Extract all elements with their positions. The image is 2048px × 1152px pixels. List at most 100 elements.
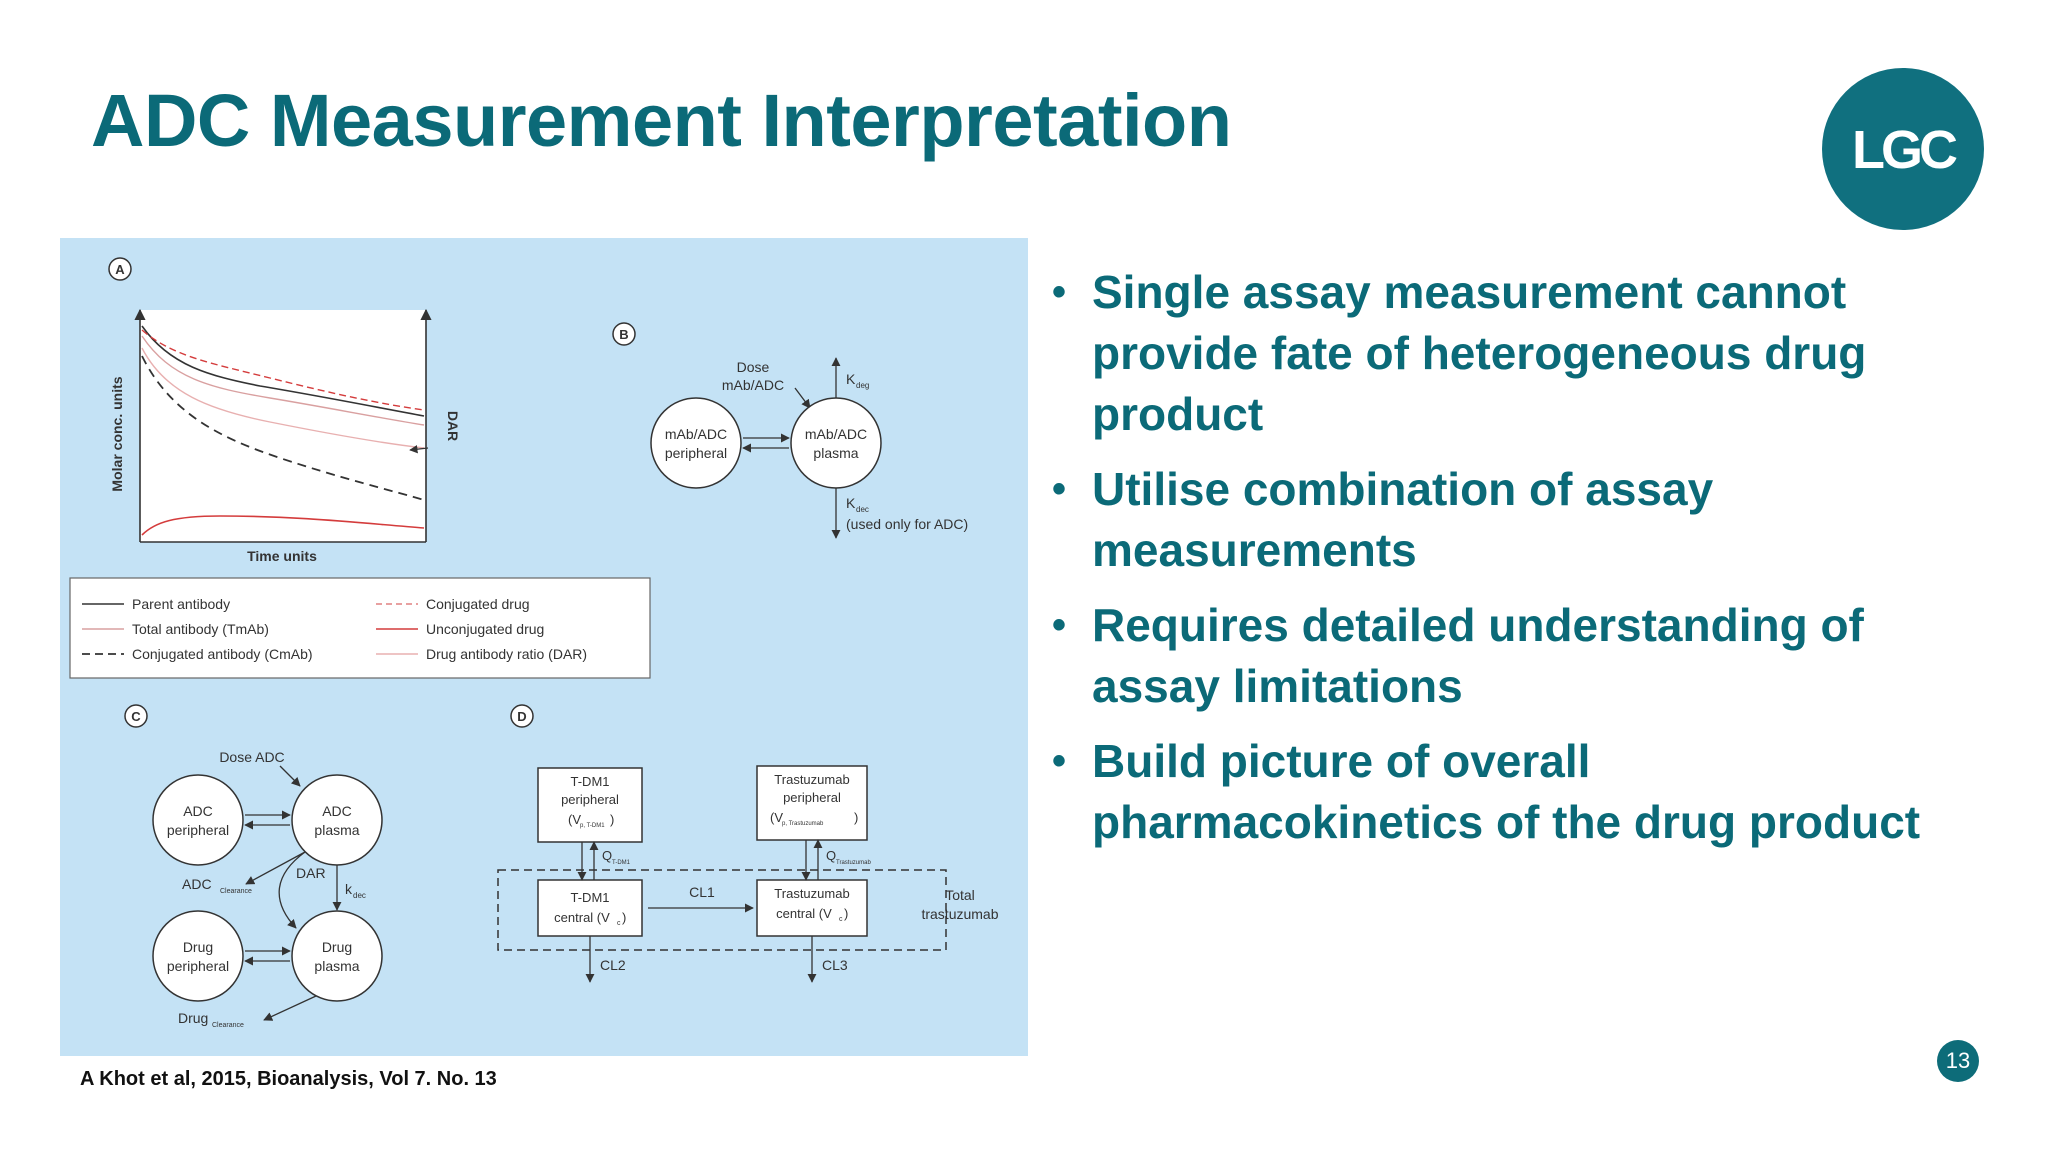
panel-a-plot-area <box>140 310 426 542</box>
svg-text:): ) <box>854 810 858 825</box>
svg-text:peripheral: peripheral <box>167 822 229 838</box>
svg-text:central (V: central (V <box>554 910 610 925</box>
panel-b-dose-line1: Dose <box>737 359 770 375</box>
svg-text:): ) <box>622 910 626 925</box>
legend-item-conjugated-antibody: Conjugated antibody (CmAb) <box>82 646 313 662</box>
cl3-label: CL3 <box>822 957 848 973</box>
svg-text:deg: deg <box>856 381 869 390</box>
legend-item-parent-antibody: Parent antibody <box>82 596 230 612</box>
total-trastuzumab-region <box>497 869 947 951</box>
pk-model-figure: A Molar conc. units DAR Time units Paren… <box>60 238 1028 1056</box>
dose-adc-label: Dose ADC <box>219 749 284 765</box>
total-trastuzumab-line1: Total <box>945 887 975 903</box>
svg-text:peripheral: peripheral <box>561 792 619 807</box>
panel-a-tag-circle <box>108 257 132 281</box>
svg-text:): ) <box>844 906 848 921</box>
svg-text:Clearance: Clearance <box>220 888 252 895</box>
panel-c-tag: C <box>131 709 141 724</box>
svg-text:mAb/ADC: mAb/ADC <box>665 426 727 442</box>
curve-unconjugated-drug <box>141 515 425 536</box>
bullet-list: •Single assay measurement cannot provide… <box>1052 262 1992 867</box>
cl1-label: CL1 <box>689 884 715 900</box>
adc-clearance-label: ADC <box>182 876 212 892</box>
svg-text:(V: (V <box>568 812 581 827</box>
svg-text:Trastuzumab: Trastuzumab <box>836 860 871 866</box>
svg-text:plasma: plasma <box>314 822 359 838</box>
pk-model-diagram: A Molar conc. units DAR Time units Paren… <box>69 257 999 1029</box>
panel-b-dose-line2: mAb/ADC <box>722 377 784 393</box>
svg-text:): ) <box>610 812 614 827</box>
page-number-badge: 13 <box>1937 1040 1979 1082</box>
curve-parent-antibody <box>141 325 425 417</box>
svg-text:ADC: ADC <box>322 803 352 819</box>
svg-text:c: c <box>617 920 621 927</box>
slide-title: ADC Measurement Interpretation <box>91 79 1232 162</box>
total-trastuzumab-line2: trastuzumab <box>921 906 998 922</box>
node-adc-plasma <box>291 774 383 866</box>
svg-text:Conjugated drug: Conjugated drug <box>426 596 530 612</box>
cl2-label: CL2 <box>600 957 626 973</box>
k-dec-c-label: k <box>345 881 353 897</box>
bullet-dot-icon: • <box>1052 603 1067 647</box>
panel-a-xlabel: Time units <box>247 548 317 564</box>
node-adc-peripheral <box>152 774 244 866</box>
curve-conjugated-drug <box>141 329 425 411</box>
svg-text:plasma: plasma <box>314 958 359 974</box>
node-mab-adc-peripheral <box>650 397 742 489</box>
svg-text:Drug antibody ratio (DAR): Drug antibody ratio (DAR) <box>426 646 587 662</box>
panel-a-legend <box>69 577 651 679</box>
svg-text:Trastuzumab: Trastuzumab <box>774 886 849 901</box>
node-drug-peripheral <box>152 910 244 1002</box>
panel-d: D T-DM1 peripheral (V p, T-DM1 ) Trastuz… <box>497 704 999 983</box>
dar-axis-pointer <box>409 444 429 454</box>
q-tdm1-label: Q <box>602 848 612 863</box>
bullet-dot-icon: • <box>1052 270 1067 314</box>
svg-text:Trastuzumab: Trastuzumab <box>774 772 849 787</box>
bullet-item: •Single assay measurement cannot provide… <box>1052 262 1992 445</box>
svg-text:dec: dec <box>353 891 366 900</box>
svg-text:LGC: LGC <box>1852 120 1957 180</box>
svg-text:ADC: ADC <box>183 803 213 819</box>
box-tdm1-central <box>537 879 643 937</box>
svg-text:T-DM1: T-DM1 <box>612 860 631 866</box>
bullet-item: •Build picture of overall pharmacokineti… <box>1052 731 1992 853</box>
box-trastuzumab-peripheral <box>756 765 868 841</box>
svg-text:peripheral: peripheral <box>167 958 229 974</box>
dar-c-label: DAR <box>296 865 326 881</box>
svg-text:T-DM1: T-DM1 <box>571 890 610 905</box>
bullet-item: •Utilise combination of assay measuremen… <box>1052 459 1992 581</box>
bullet-item: •Requires detailed understanding of assa… <box>1052 595 1992 717</box>
q-trastuzumab-label: Q <box>826 848 836 863</box>
panel-a: A Molar conc. units DAR Time units Paren… <box>69 257 651 679</box>
bullet-dot-icon: • <box>1052 739 1067 783</box>
svg-text:Clearance: Clearance <box>212 1022 244 1029</box>
svg-text:Drug: Drug <box>322 939 352 955</box>
panel-a-ylabel: Molar conc. units <box>109 376 125 491</box>
panel-a-y2label: DAR <box>445 411 461 441</box>
panel-a-tag: A <box>115 262 125 277</box>
svg-text:(V: (V <box>770 810 783 825</box>
node-mab-adc-plasma <box>790 397 882 489</box>
panel-d-tag: D <box>517 709 526 724</box>
svg-text:T-DM1: T-DM1 <box>571 774 610 789</box>
legend-item-unconjugated-drug: Unconjugated drug <box>376 621 544 637</box>
svg-text:central (V: central (V <box>776 906 832 921</box>
curve-conjugated-antibody <box>141 355 425 501</box>
svg-text:Conjugated antibody (CmAb): Conjugated antibody (CmAb) <box>132 646 313 662</box>
citation: A Khot et al, 2015, Bioanalysis, Vol 7. … <box>80 1068 497 1090</box>
box-tdm1-peripheral <box>537 767 643 843</box>
svg-text:peripheral: peripheral <box>783 790 841 805</box>
svg-text:c: c <box>839 916 843 923</box>
curve-total-antibody <box>141 335 425 426</box>
k-dec-note: (used only for ADC) <box>846 516 968 532</box>
lgc-logo: LGC <box>1822 68 1984 230</box>
svg-text:Parent antibody: Parent antibody <box>132 596 230 612</box>
node-drug-plasma <box>291 910 383 1002</box>
svg-text:dec: dec <box>856 505 869 514</box>
box-trastuzumab-central <box>756 879 868 937</box>
svg-text:peripheral: peripheral <box>665 445 727 461</box>
legend-item-conjugated-drug: Conjugated drug <box>376 596 530 612</box>
bullet-dot-icon: • <box>1052 467 1067 511</box>
panel-b-tag: B <box>619 327 628 342</box>
legend-item-total-antibody: Total antibody (TmAb) <box>82 621 269 637</box>
